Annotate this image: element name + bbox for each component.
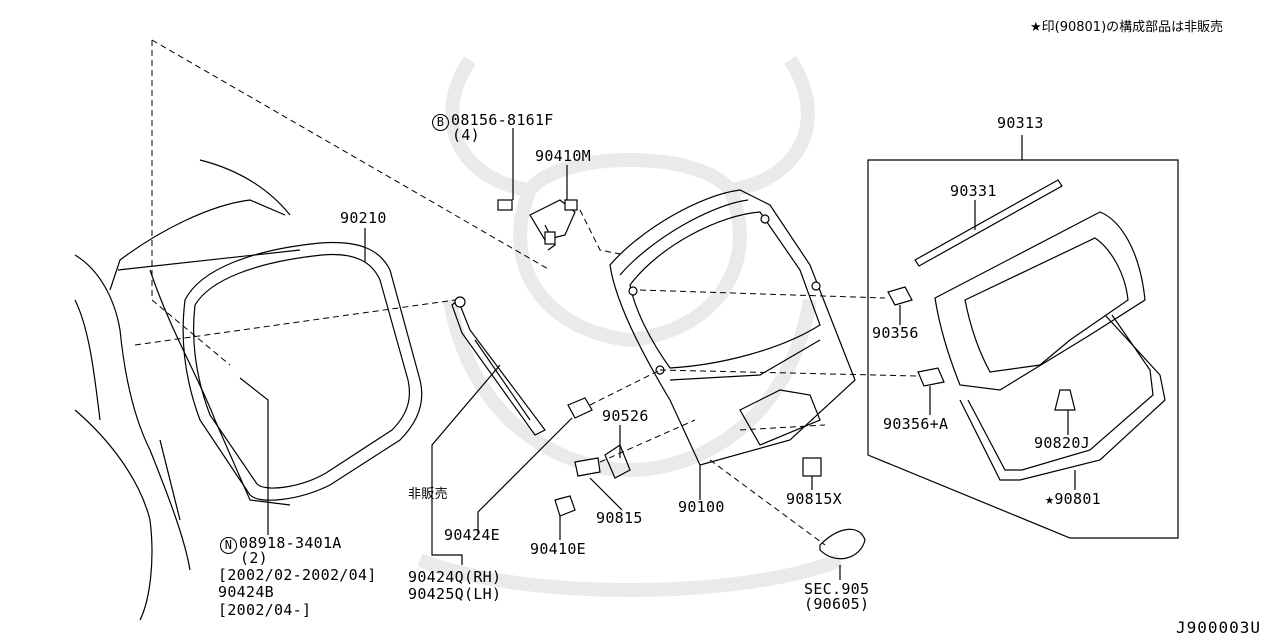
label-spacer-90356a: 90356+A (883, 415, 949, 433)
label-spacer-90356: 90356 (872, 324, 919, 342)
label-not-sold: 非販売 (408, 487, 448, 502)
drawing-code: J900003U (1176, 618, 1262, 637)
label-part-90815: 90815 (596, 509, 643, 527)
label-section-ref: SEC.905 (804, 580, 870, 598)
leader-lines (239, 128, 1076, 580)
label-stay-lh: 90425Q(LH) (408, 585, 502, 603)
label-section-sub: (90605) (804, 595, 870, 613)
nut-symbol-n: N (220, 537, 237, 554)
label-part-90424b: 90424B (218, 583, 274, 601)
label-assembly-90313: 90313 (997, 114, 1044, 132)
label-clip-90820j: 90820J (1034, 434, 1090, 452)
bolt-symbol-b: B (432, 114, 449, 131)
label-part-90815x: 90815X (786, 490, 842, 508)
label-nut-qty: (2) (240, 549, 268, 567)
label-date-range-1: [2002/02-2002/04] (218, 566, 377, 584)
label-molding-90331: 90331 (950, 182, 997, 200)
label-part-90526: 90526 (602, 407, 649, 425)
label-date-range-2: [2002/04-] (218, 601, 312, 619)
glass-assembly-90313 (867, 159, 1179, 539)
dashed-leaders (134, 39, 919, 546)
label-bolt-90410e: 90410E (530, 540, 586, 558)
label-glass-90801: ★90801 (1045, 490, 1101, 508)
small-parts (554, 286, 945, 560)
hinge-assembly (497, 199, 578, 251)
weatherstrip-90210 (182, 241, 423, 501)
nut-08918-code: 08918-3401A (239, 534, 342, 552)
label-backdoor-90100: 90100 (678, 498, 725, 516)
not-sold-note: ★印(90801)の構成部品は非販売 (1030, 20, 1224, 35)
label-hinge-90410m: 90410M (535, 147, 591, 165)
label-seal-90210: 90210 (340, 209, 387, 227)
label-bolt-qty: (4) (452, 126, 480, 144)
label-stay-90424e: 90424E (444, 526, 500, 544)
gas-stay (451, 296, 546, 436)
label-stay-rh: 90424Q(RH) (408, 568, 502, 586)
back-door-90100 (609, 189, 856, 466)
bolt-08156-code: 08156-8161F (451, 111, 554, 129)
